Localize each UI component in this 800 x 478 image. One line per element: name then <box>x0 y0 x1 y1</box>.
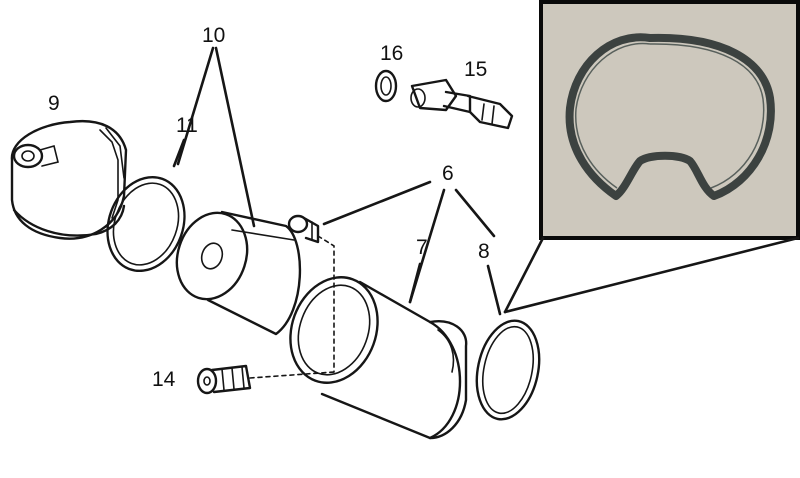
leader-14 <box>249 371 335 379</box>
leader-10-to-11 <box>176 46 215 166</box>
callout-10: 10 <box>202 24 225 47</box>
inset-photo <box>539 0 800 240</box>
callout-8: 8 <box>478 240 490 263</box>
gasket-photo-icon <box>565 33 775 200</box>
gasket-photo-inner-edge <box>575 42 765 189</box>
part-16-seal <box>374 69 398 103</box>
part-11-oring <box>106 175 186 273</box>
leader-plug-through-housing <box>317 235 335 373</box>
leader-11 <box>172 138 186 168</box>
part-6-plug <box>287 214 320 244</box>
part-11-oring-inner <box>112 182 180 266</box>
zoom-line-lower <box>503 236 800 314</box>
part-10-filter-element <box>175 210 302 336</box>
leader-7 <box>408 262 422 304</box>
part-8-gasket-inner <box>482 325 534 415</box>
part-7-housing <box>289 276 468 440</box>
zoom-line-upper <box>503 236 545 314</box>
part-15-switch <box>410 78 514 130</box>
leader-6-to-plug <box>322 180 432 226</box>
leader-8 <box>486 264 502 316</box>
callout-14: 14 <box>152 368 176 391</box>
part-9-cap <box>10 119 128 240</box>
callout-11: 11 <box>176 114 198 137</box>
part-8-gasket <box>475 319 541 421</box>
leader-10-to-element <box>214 46 256 228</box>
leader-6-to-8 <box>454 188 496 238</box>
part-16-seal-inner <box>380 76 392 96</box>
callout-9: 9 <box>48 92 60 115</box>
callout-6: 6 <box>442 162 454 185</box>
part-14-screw <box>196 364 252 395</box>
callout-15: 15 <box>464 58 487 81</box>
callout-7: 7 <box>416 236 428 259</box>
callout-16: 16 <box>380 42 403 65</box>
